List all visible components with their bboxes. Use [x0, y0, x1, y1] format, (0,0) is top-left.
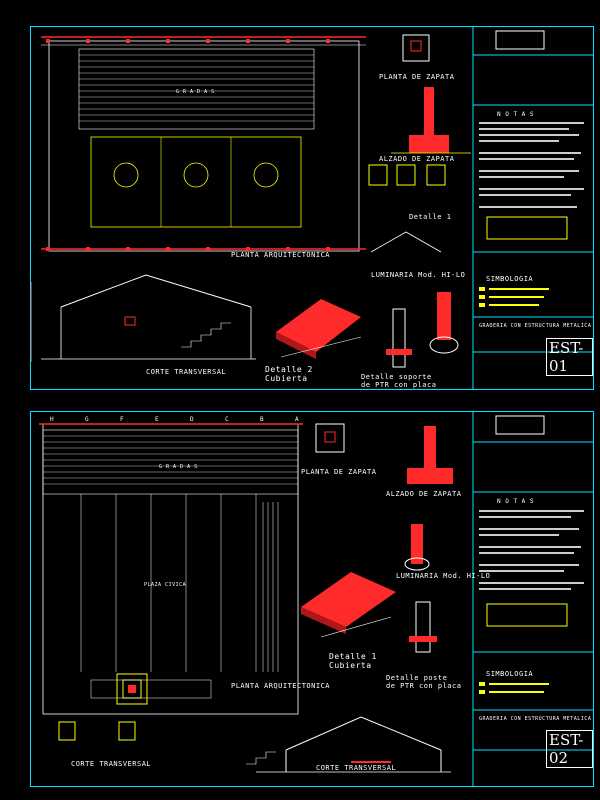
sheet-number: EST-02	[546, 730, 593, 768]
notes-text	[479, 122, 584, 208]
label-corte-transversal-a: CORTE TRANSVERSAL	[71, 760, 152, 768]
footing-column	[410, 40, 422, 52]
label-cubierta: Cubierta	[329, 661, 372, 670]
grid-letter-h: H	[50, 416, 55, 423]
label-planta-arquitectonica: PLANTA ARQUITECTONICA	[231, 251, 331, 259]
footing-plan	[402, 34, 430, 62]
label-alzado-zapata: ALZADO DE ZAPATA	[379, 155, 455, 163]
bleacher-rows	[42, 429, 299, 495]
label-corte-transversal-b: CORTE TRANSVERSAL	[316, 764, 397, 772]
label-ptr-placa: de PTR con placa	[361, 381, 437, 389]
grid-letter-e: E	[155, 416, 160, 423]
roof-iso-detail	[276, 299, 362, 359]
ptr-post-detail	[409, 601, 437, 653]
structural-columns	[46, 39, 330, 251]
drawing-sheet-est-02: PLANTA DE ZAPATA ALZADO DE ZAPATA LUMINA…	[30, 411, 594, 787]
notes-table	[486, 216, 568, 240]
ramp-lines	[262, 502, 279, 672]
label-cubierta: Cubierta	[265, 374, 308, 383]
plan-outline	[48, 40, 360, 252]
label-simbologia: SIMBOLOGIA	[486, 275, 534, 283]
label-titulo: GRADERIA CON ESTRUCTURA METALICA	[479, 716, 592, 722]
footing-elevation	[391, 87, 471, 154]
plaza-columns	[80, 494, 257, 672]
grid-letter-d: D	[190, 416, 195, 423]
label-gradas: G R A D A S	[159, 464, 198, 470]
bleacher-rows	[78, 48, 315, 130]
sheet1-drawing	[30, 27, 593, 389]
luminaire-detail	[404, 524, 430, 571]
sheet2-drawing	[39, 412, 593, 786]
label-simbologia: SIMBOLOGIA	[486, 670, 534, 678]
basketball-courts	[90, 136, 302, 228]
grid-letter-g: G	[85, 416, 90, 423]
truss-detail	[370, 231, 442, 253]
footing-plan	[315, 423, 345, 453]
label-detalle-poste: Detalle poste	[386, 674, 448, 682]
grid-letter-b: B	[260, 416, 265, 423]
drawing-sheet-est-01: PLANTA DE ZAPATA ALZADO DE ZAPATA Detall…	[30, 26, 594, 390]
label-plaza-civica: PLAZA CIVICA	[144, 582, 187, 588]
grid-letter-c: C	[225, 416, 230, 423]
sheet-number: EST-01	[546, 338, 593, 376]
label-planta-zapata: PLANTA DE ZAPATA	[379, 73, 455, 81]
label-gradas: G R A D A S	[176, 89, 215, 95]
label-planta-arquitectonica: PLANTA ARQUITECTONICA	[231, 682, 331, 690]
ptr-support-detail	[386, 292, 459, 368]
grid-letter-f: F	[120, 416, 125, 423]
label-corte-transversal: CORTE TRANSVERSAL	[146, 368, 227, 376]
label-ptr-placa: de PTR con placa	[386, 682, 462, 690]
section-details	[368, 164, 446, 186]
roof-iso-detail	[301, 572, 396, 638]
label-notas: N O T A S	[497, 498, 535, 505]
label-planta-zapata: PLANTA DE ZAPATA	[301, 468, 377, 476]
label-notas: N O T A S	[497, 111, 535, 118]
flagpole-base	[90, 673, 212, 705]
cross-section	[30, 274, 256, 362]
label-alzado-zapata: ALZADO DE ZAPATA	[386, 490, 462, 498]
label-detalle-soporte: Detalle soporte	[361, 373, 432, 381]
section-details	[58, 721, 136, 741]
grid-letter-a: A	[295, 416, 300, 423]
notes-text	[479, 510, 584, 590]
cross-section	[246, 716, 451, 773]
symbology-legend	[479, 682, 549, 694]
label-detalle-1: Detalle 1	[329, 652, 377, 661]
label-detalle-2: Detalle 2	[265, 365, 313, 374]
label-titulo: GRADERIA CON ESTRUCTURA METALICA	[479, 323, 592, 329]
footing-elevation	[407, 426, 453, 484]
symbology-legend	[479, 287, 549, 307]
label-detalle-1: Detalle 1	[409, 213, 452, 221]
notes-table	[486, 603, 568, 627]
label-luminaria: LUMINARIA Mod. HI-LO	[396, 572, 491, 580]
label-luminaria: LUMINARIA Mod. HI-LO	[371, 271, 466, 279]
